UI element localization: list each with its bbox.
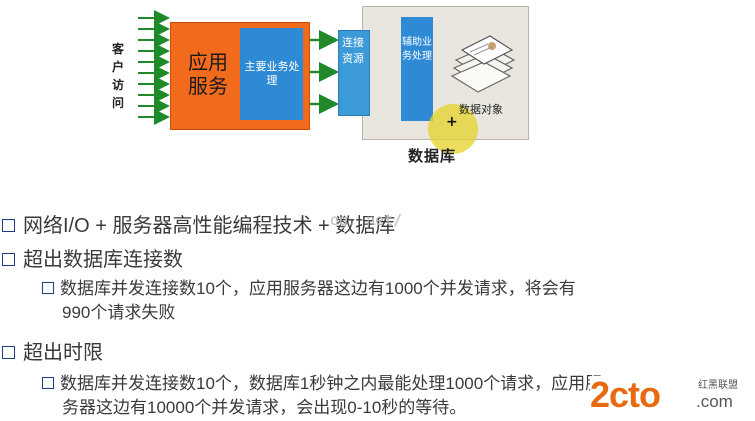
aux-business-label: 辅助业务处理 — [401, 36, 433, 64]
bullet-2-text: 超出数据库连接数 — [23, 249, 183, 271]
watermark: og. net/ — [330, 211, 402, 229]
logo-main: 2cto — [590, 374, 660, 416]
sub-bullet-1-line-1: 数据库并发连接数10个，应用服务器这边有1000个并发请求，将会有 — [60, 279, 576, 298]
sub-bullet-2-line-1: 数据库并发连接数10个，数据库1秒钟之内最能处理1000个请求，应用服 — [60, 374, 602, 393]
sub-bullet-1-line-2: 990个请求失败 — [62, 298, 175, 323]
bullet-2: 超出数据库连接数 — [2, 243, 183, 272]
checkbox-bullet-icon — [2, 346, 15, 359]
bullet-3-text: 超出时限 — [23, 342, 103, 364]
main-business-label: 主要业务处理 — [242, 60, 302, 88]
checkbox-bullet-icon — [2, 219, 15, 232]
site-logo: 2cto 红黑联盟 .com — [590, 376, 750, 418]
connection-arrows — [308, 40, 334, 104]
aux-business-box — [401, 17, 433, 121]
checkbox-bullet-icon — [2, 253, 15, 266]
app-server-title: 应用服务 — [180, 50, 236, 98]
checkbox-bullet-icon — [42, 377, 54, 389]
sub-bullet-2-line-2: 务器这边有10000个并发请求，会出现0-10秒的等待。 — [62, 393, 466, 418]
sub-bullet-2: 数据库并发连接数10个，数据库1秒钟之内最能处理1000个请求，应用服 — [42, 369, 602, 394]
logo-tag: 红黑联盟 — [698, 376, 738, 391]
bullet-3: 超出时限 — [2, 336, 103, 365]
sub-bullet-1: 数据库并发连接数10个，应用服务器这边有1000个并发请求，将会有 — [42, 274, 576, 299]
database-label: 数据库 — [408, 145, 456, 166]
data-object-label: 数据对象 — [459, 101, 503, 117]
client-request-arrows — [138, 18, 166, 117]
data-documents-icon — [448, 30, 518, 102]
connection-resource-label: 连接资源 — [338, 35, 368, 67]
checkbox-bullet-icon — [42, 282, 54, 294]
logo-suffix: .com — [696, 392, 733, 412]
cursor-plus-icon: + — [446, 114, 458, 130]
